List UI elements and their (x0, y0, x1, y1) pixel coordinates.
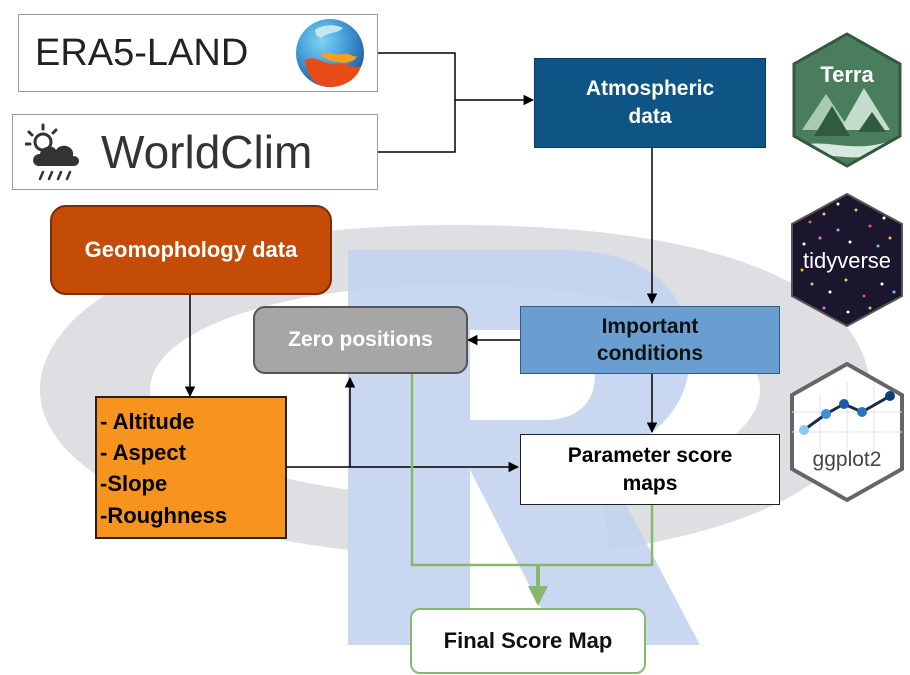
tidyverse-hex-logo: tidyverse (791, 192, 903, 328)
globe-icon (296, 19, 364, 87)
terra-logo-text: Terra (820, 62, 874, 87)
params-line-2: maps (622, 471, 678, 495)
final-score-map-label: Final Score Map (443, 628, 613, 654)
ggplot2-logo-text: ggplot2 (813, 448, 882, 471)
final-score-map-node: Final Score Map (410, 608, 646, 674)
edge-worldclim-merge (378, 100, 456, 153)
worldclim-source-box: WorldClim (12, 114, 378, 190)
parameter-score-maps-node: Parameter score maps (520, 434, 780, 505)
atmospheric-line-2: data (628, 105, 672, 128)
attribute-altitude: - Altitude (100, 409, 195, 434)
attribute-slope: -Slope (100, 471, 168, 497)
important-line-1: Important (601, 314, 699, 338)
zero-positions-label: Zero positions (288, 327, 433, 351)
terra-hex-logo: Terra (792, 32, 902, 168)
important-line-2: conditions (596, 342, 704, 365)
zero-positions-node: Zero positions (253, 306, 468, 374)
geomorphology-data-node: Geomophology data (50, 205, 332, 295)
weather-cloud-icon (25, 123, 79, 181)
atmospheric-line-1: Atmospheric (585, 76, 715, 100)
attribute-aspect: - Aspect (100, 440, 186, 466)
terrain-attributes-node: - Altitude - Aspect -Slope -Roughness (95, 396, 287, 539)
important-conditions-node: Important conditions (520, 306, 780, 374)
edge-zero-final (410, 374, 538, 567)
edge-era5-merge (378, 52, 456, 100)
edge-params-final (538, 505, 654, 567)
geomorphology-label: Geomophology data (84, 237, 298, 263)
era5-source-box: ERA5-LAND (18, 14, 378, 92)
attribute-roughness: -Roughness (100, 502, 228, 528)
atmospheric-data-node: Atmospheric data (534, 58, 766, 148)
ggplot2-hex-logo: ggplot2 (790, 362, 904, 502)
params-line-1: Parameter score (567, 444, 733, 468)
era5-label: ERA5-LAND (35, 31, 249, 74)
worldclim-label: WorldClim (101, 126, 313, 178)
tidyverse-logo-text: tidyverse (803, 248, 891, 273)
